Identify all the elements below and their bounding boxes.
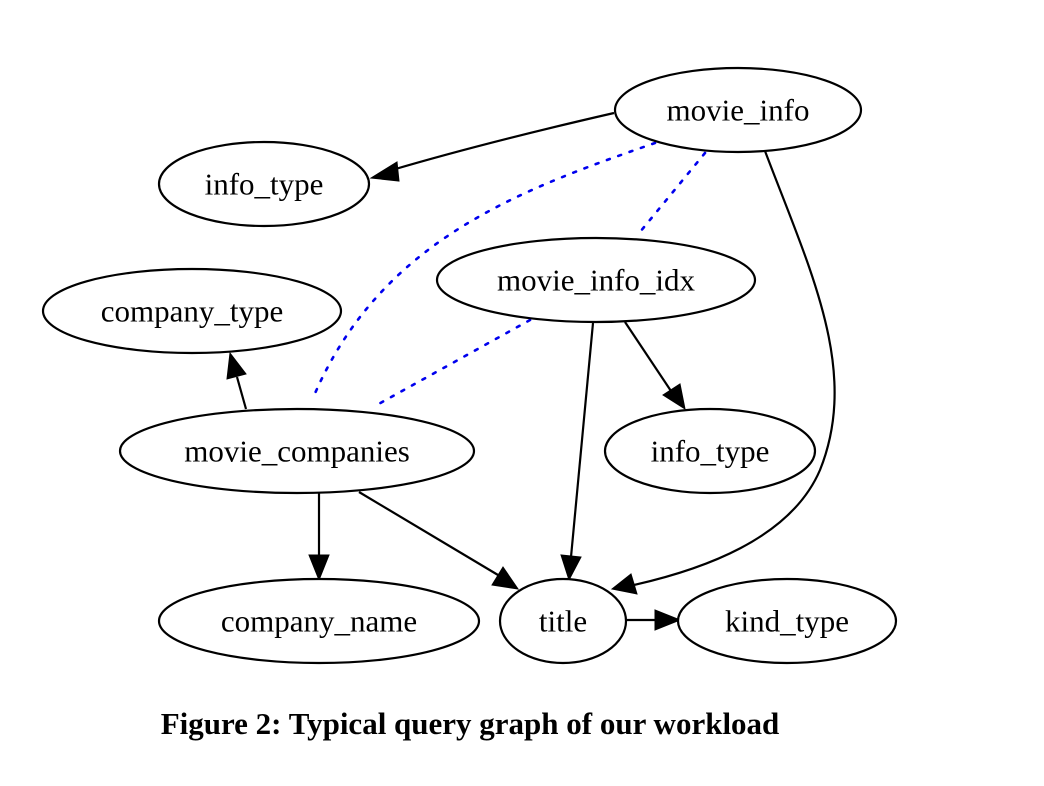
node-label: kind_type	[725, 604, 849, 639]
node-title: title	[498, 577, 628, 665]
node-movie_info_idx: movie_info_idx	[435, 236, 757, 324]
edge-movie_companies-company_type	[235, 376, 248, 410]
edge-movie_info-info_type	[391, 111, 615, 172]
node-label: company_type	[101, 294, 284, 329]
edge-movie_info_idx-movie_companies	[373, 318, 532, 408]
node-company_type: company_type	[41, 267, 343, 355]
node-label: info_type	[651, 434, 770, 469]
arrowhead-kind_type	[654, 609, 682, 631]
node-movie_info: movie_info	[613, 66, 863, 154]
node-info_type-top: info_type	[157, 140, 371, 228]
edge-movie_info-title	[633, 150, 836, 587]
node-movie_companies: movie_companies	[118, 407, 476, 495]
edge-movie_info_idx-info_type	[624, 321, 672, 392]
node-label: movie_companies	[184, 434, 410, 469]
arrowhead-title-from-movie_info	[610, 573, 638, 595]
arrowhead-title-from-movie_info_idx	[560, 554, 582, 582]
edge-movie_companies-title	[358, 491, 499, 576]
node-info_type-mid: info_type	[603, 407, 817, 495]
node-label: title	[539, 604, 587, 639]
edge-movie_info_idx-title	[569, 322, 595, 558]
edge-movie_info-movie_info_idx	[638, 151, 707, 234]
edges	[226, 111, 836, 631]
node-kind_type: kind_type	[676, 577, 898, 665]
arrowhead-company_name	[308, 554, 330, 582]
node-label: movie_info	[667, 93, 810, 128]
node-label: company_name	[221, 604, 417, 639]
figure-caption: Figure 2: Typical query graph of our wor…	[160, 706, 780, 741]
arrowhead-info_type	[369, 161, 400, 182]
node-company_name: company_name	[157, 577, 481, 665]
edge-movie_info-movie_companies	[311, 141, 657, 400]
node-label: movie_info_idx	[497, 263, 696, 298]
arrowhead-info_type-mid	[662, 383, 686, 411]
node-label: info_type	[205, 167, 324, 202]
arrowhead-company_type	[226, 351, 247, 380]
arrowhead-title-from-movie_companies	[491, 566, 520, 590]
nodes: movie_info info_type movie_info_idx comp…	[41, 66, 898, 665]
